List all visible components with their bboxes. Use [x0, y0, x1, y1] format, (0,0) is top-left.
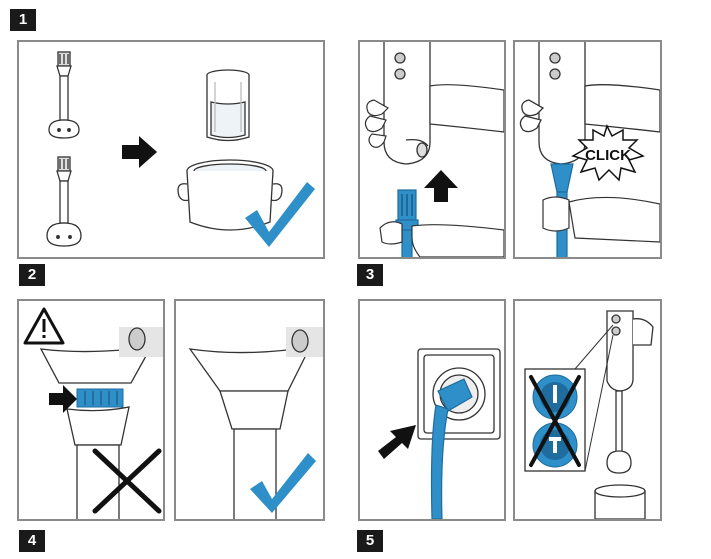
motor-unit — [383, 42, 431, 165]
checkmark-icon — [245, 182, 315, 247]
pot-icon — [177, 159, 283, 231]
blue-shaft — [395, 189, 419, 257]
panel-step-3-attach — [358, 40, 506, 259]
panel-step-4-correct — [174, 299, 325, 521]
panel-step-2-containers — [17, 40, 325, 259]
blender-shaft-top — [66, 406, 130, 519]
hand-icon — [364, 84, 504, 148]
hand-blender — [594, 310, 654, 519]
cross-icon — [92, 448, 162, 514]
click-burst-icon — [571, 123, 645, 182]
step-badge-4: 4 — [19, 530, 45, 552]
blue-ring-gap — [76, 388, 124, 408]
beaker-icon — [206, 69, 250, 142]
panel-step-5-plug — [358, 299, 506, 521]
arrow-right-icon — [49, 385, 77, 413]
hand-lower — [542, 196, 660, 243]
hand-lower — [379, 221, 504, 257]
panel-step-4-wrong — [17, 299, 165, 521]
arrow-up-icon — [424, 170, 458, 202]
arrow-right-icon — [378, 425, 416, 459]
click-label: CLICK — [585, 147, 631, 164]
panel-step-3-click: CLICK — [513, 40, 662, 259]
step-badge-5: 5 — [357, 530, 383, 552]
panel-step-5-buttons — [513, 299, 662, 521]
motor-body — [39, 327, 163, 384]
step-badge-1: 1 — [10, 9, 36, 31]
warning-icon — [23, 307, 65, 345]
step-badge-2: 2 — [19, 264, 45, 286]
blender-foot-upper — [48, 51, 80, 139]
blender-foot-lower — [46, 156, 82, 247]
step-badge-3: 3 — [357, 264, 383, 286]
cross-icon — [529, 375, 581, 467]
arrow-right-icon — [122, 136, 157, 168]
checkmark-icon — [250, 453, 316, 513]
button-zoom-box — [524, 368, 586, 472]
power-plug — [430, 378, 473, 519]
